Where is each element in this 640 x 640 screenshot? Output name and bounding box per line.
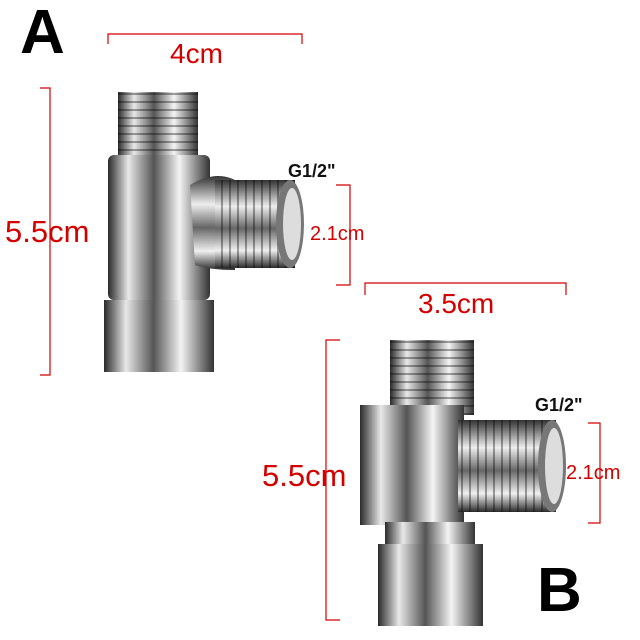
fitting-b-height: 5.5cm bbox=[262, 458, 347, 493]
fitting-a-thread: G1/2" bbox=[288, 161, 336, 181]
fitting-a-thread-diameter: 2.1cm bbox=[310, 223, 365, 245]
fitting-b-thread-diameter: 2.1cm bbox=[566, 462, 621, 484]
fitting-b-thread: G1/2" bbox=[535, 395, 583, 415]
fitting-a-height: 5.5cm bbox=[5, 214, 90, 249]
fitting-a-letter: A bbox=[20, 0, 65, 67]
fitting-b-width: 3.5cm bbox=[418, 288, 495, 319]
fitting-a-width: 4cm bbox=[170, 38, 223, 69]
fitting-b bbox=[360, 340, 566, 626]
fitting-b-letter: B bbox=[537, 556, 582, 625]
dimension-lines bbox=[40, 33, 601, 621]
fitting-a bbox=[104, 92, 304, 372]
